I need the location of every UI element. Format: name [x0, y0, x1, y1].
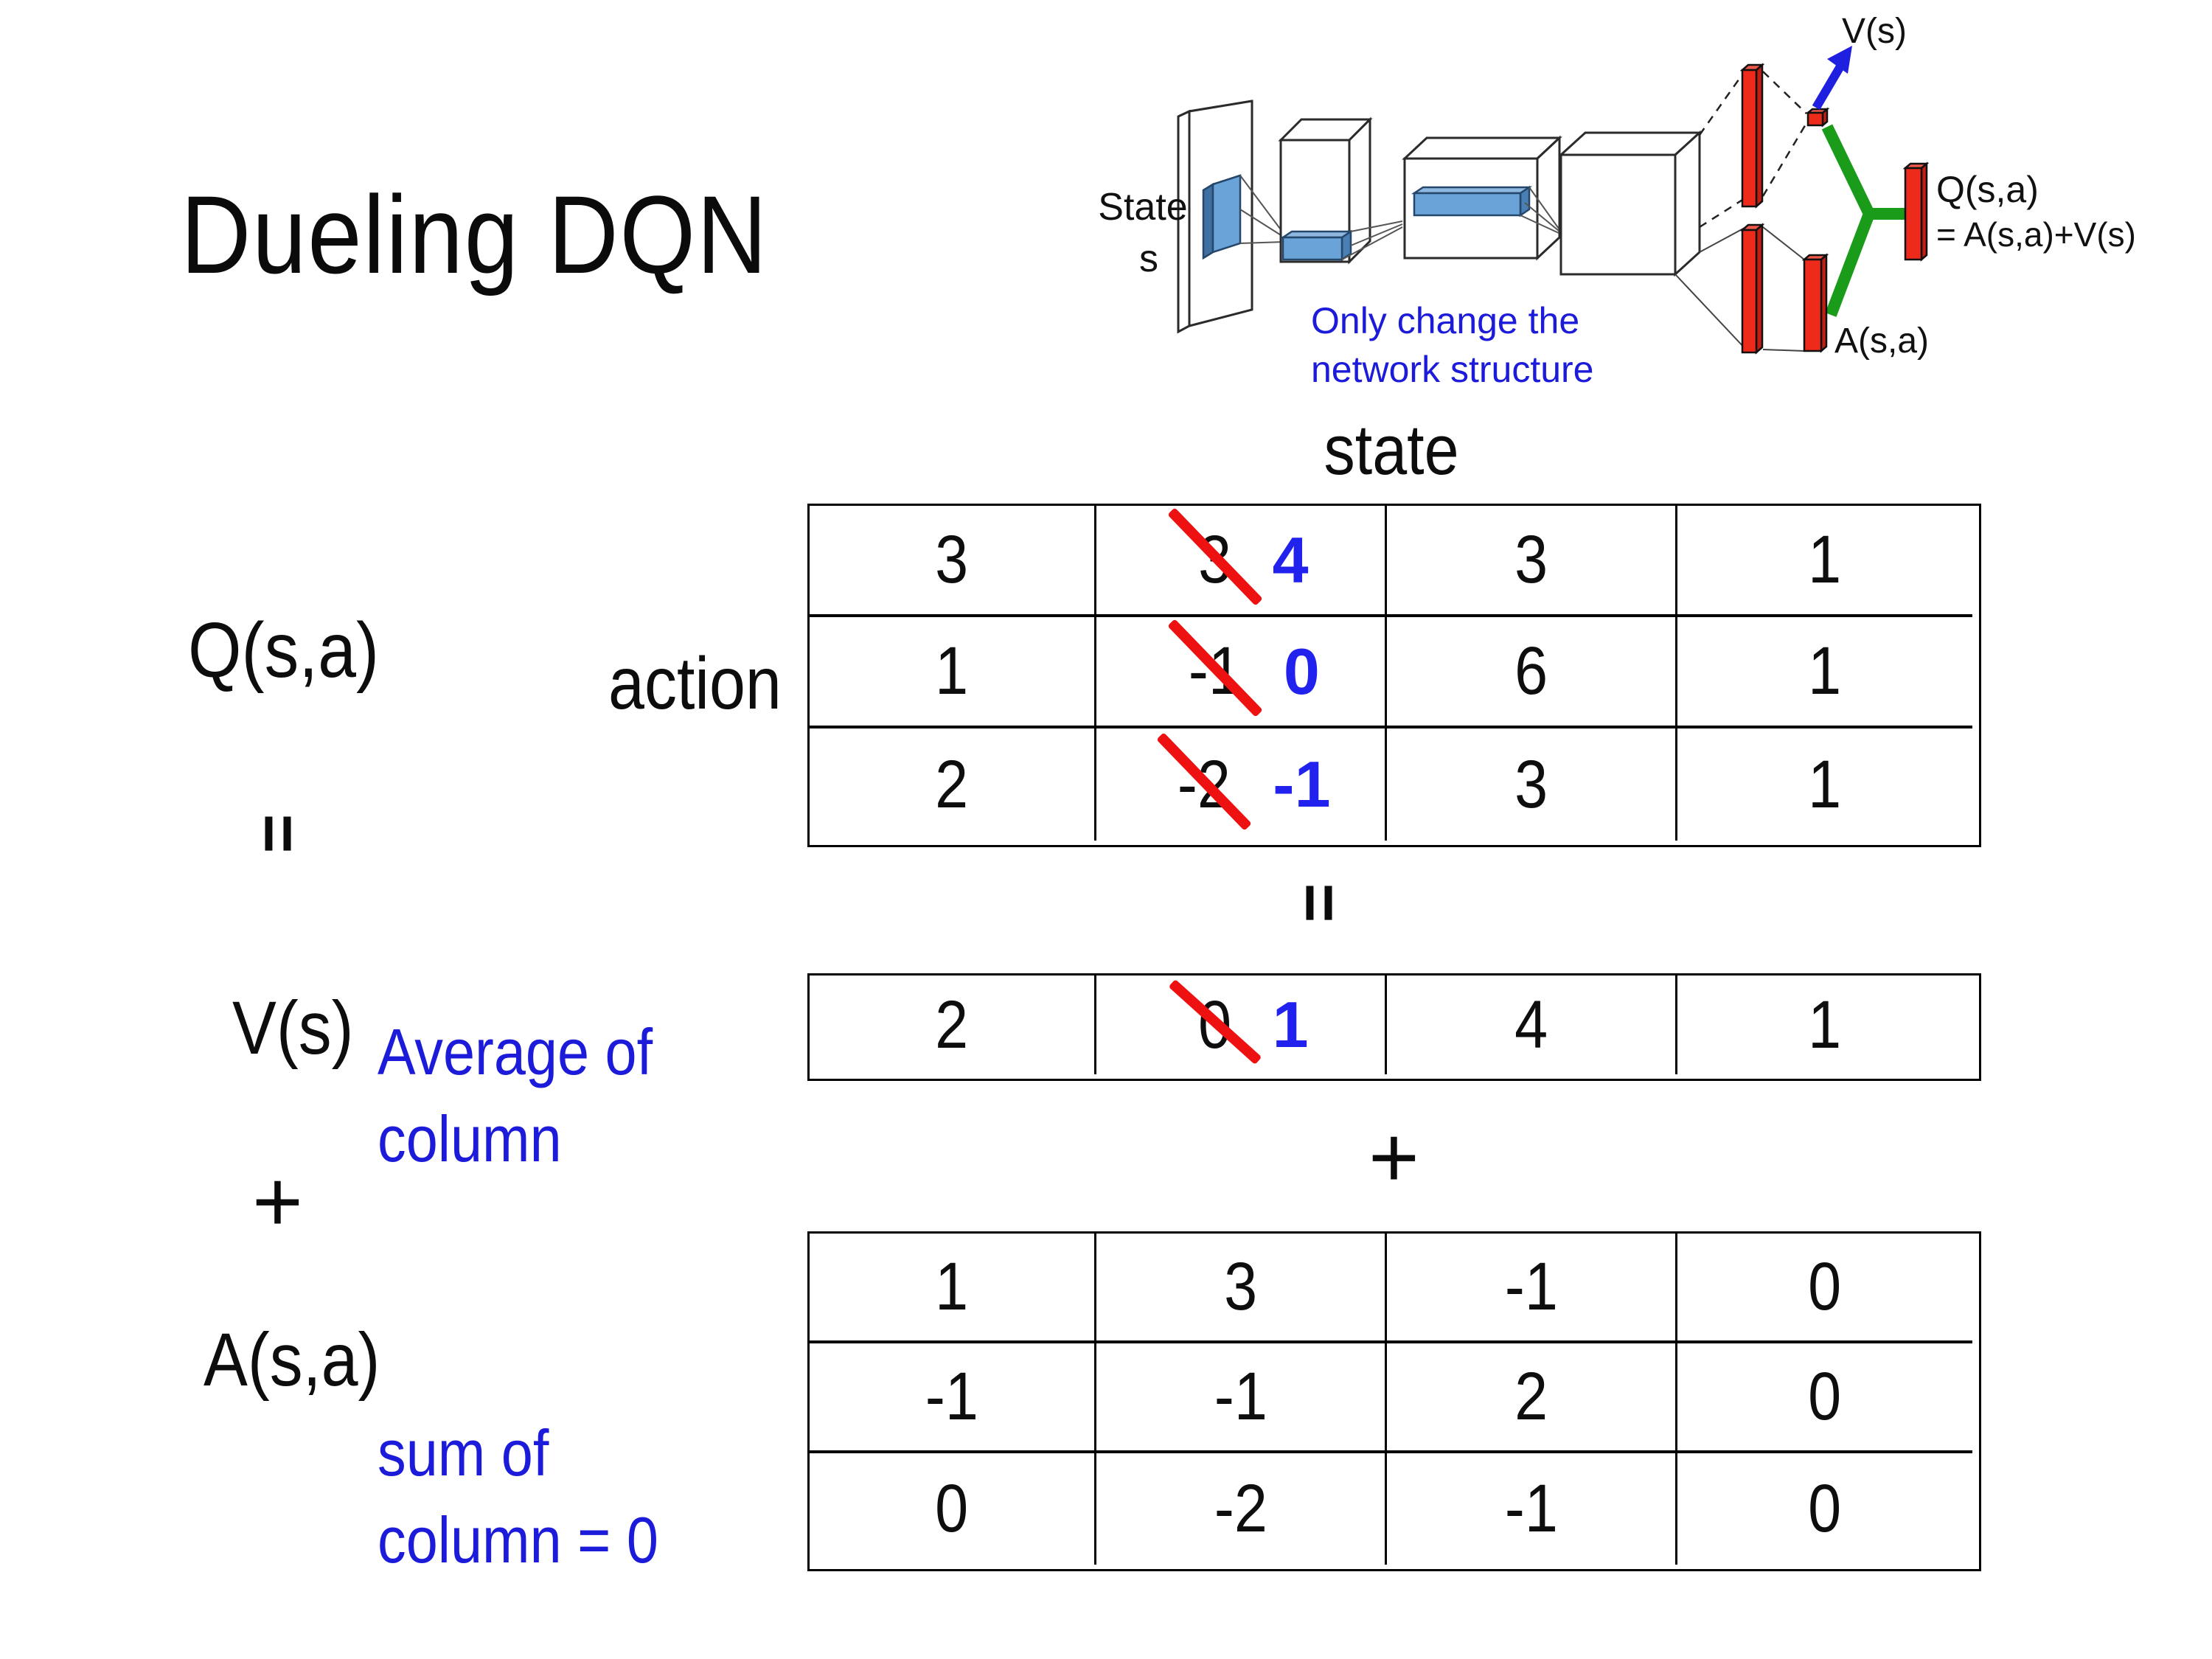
plus-sign-center: + — [1368, 1109, 1419, 1206]
new-value: 4 — [1272, 523, 1309, 597]
conv-fan-lines-1 — [1239, 175, 1285, 244]
table-cell: 0 — [1808, 1471, 1842, 1546]
table-cell: 2 — [810, 975, 1096, 1074]
table-cell: 2 — [1387, 1343, 1677, 1453]
table-cell: 1 — [810, 617, 1096, 728]
state-axis-label: state — [1324, 411, 1460, 490]
plus-sign-left: + — [252, 1153, 303, 1251]
new-value: -1 — [1273, 748, 1331, 821]
value-output-arrow — [1812, 46, 1852, 111]
struck-cell: 3 4 — [1096, 506, 1387, 617]
page-title: Dueling DQN — [181, 171, 849, 299]
table-cell: 3 — [1387, 506, 1677, 617]
value-node — [1805, 107, 1830, 128]
merge-connector — [1821, 124, 1905, 317]
state-input-label-line1: State — [1098, 186, 1187, 229]
table-cell: -1 — [1387, 1234, 1677, 1343]
feature-map-2 — [1411, 185, 1533, 218]
advantage-stream-lines — [1674, 226, 1805, 352]
struck-cell: -2 -1 — [1096, 728, 1387, 841]
table-cell: 6 — [1387, 617, 1677, 728]
table-cell: 2 — [810, 728, 1096, 841]
q-output-label: Q(s,a) — [1936, 169, 2039, 210]
sum-of-column-note: sum of column = 0 — [378, 1416, 658, 1576]
table-cell: 3 — [1096, 1234, 1387, 1343]
v-output-label: V(s) — [1842, 12, 1907, 51]
struck-cell: 0 1 — [1096, 975, 1387, 1074]
conv-fan-lines-3 — [1520, 187, 1559, 234]
table-cell: 1 — [1677, 617, 1972, 728]
page-title-text: Dueling DQN — [181, 173, 768, 296]
old-value: -1 — [1167, 619, 1263, 718]
table-cell: 3 — [1387, 728, 1677, 841]
table-cell: 0 — [810, 1453, 1096, 1565]
state-value-matrix: 2 0 1 4 1 — [807, 973, 1981, 1081]
dueling-network-diagram: State s V(s) Q(s,a) = A(s,a)+V(s) A(s,a)… — [1098, 12, 2136, 390]
equals-sign-center: = — [1281, 883, 1357, 923]
table-cell: 0 — [1677, 1343, 1972, 1453]
table-cell: 1 — [1808, 987, 1842, 1062]
table-cell: 1 — [1808, 746, 1842, 822]
new-value: 1 — [1272, 988, 1309, 1061]
q-matrix-label: Q(s,a) — [188, 607, 380, 694]
advantage-matrix: 1 3 -1 0 -1 -1 2 0 0 -2 -1 0 — [807, 1231, 1981, 1571]
state-input-label-line2: s — [1139, 237, 1158, 280]
new-value: 0 — [1283, 634, 1320, 708]
average-of-column-note: Average of column — [378, 1015, 653, 1175]
action-axis-label: action — [608, 642, 782, 725]
conv-layer-2-box — [1402, 135, 1562, 261]
feature-map-1 — [1279, 229, 1354, 262]
q-value-matrix: 3 3 4 3 1 1 -1 0 6 1 2 -2 -1 3 1 — [807, 504, 1981, 847]
v-matrix-label: V(s) — [232, 986, 354, 1070]
fc-bar-value — [1739, 63, 1765, 209]
a-output-label: A(s,a) — [1834, 321, 1929, 361]
q-output-formula: = A(s,a)+V(s) — [1936, 215, 2136, 254]
table-cell: 0 — [1677, 1234, 1972, 1343]
table-cell: -1 — [810, 1343, 1096, 1453]
value-stream-dashed-lines — [1698, 69, 1808, 229]
table-cell: 1 — [810, 1234, 1096, 1343]
table-cell: -1 — [1387, 1453, 1677, 1565]
table-cell: 1 — [1677, 506, 1972, 617]
conv-fan-lines-2 — [1341, 220, 1403, 260]
struck-cell: -1 0 — [1096, 617, 1387, 728]
old-value: -2 — [1156, 732, 1253, 831]
advantage-vector-bar — [1801, 253, 1829, 353]
conv-layer-3-box — [1558, 130, 1703, 277]
table-cell: -1 — [1096, 1343, 1387, 1453]
table-cell: 4 — [1387, 975, 1677, 1074]
equals-sign-left: = — [240, 813, 316, 854]
old-value: 0 — [1168, 978, 1262, 1065]
old-value: 3 — [1167, 507, 1263, 607]
fc-bar-advantage — [1739, 223, 1765, 355]
q-output-bar — [1902, 161, 1930, 262]
conv-filter-patch — [1202, 174, 1242, 260]
a-matrix-label: A(s,a) — [204, 1318, 380, 1402]
network-note-line2: network structure — [1311, 349, 1593, 390]
table-cell: -2 — [1096, 1453, 1387, 1565]
network-note-line1: Only change the — [1311, 300, 1579, 341]
table-cell: 3 — [810, 506, 1096, 617]
